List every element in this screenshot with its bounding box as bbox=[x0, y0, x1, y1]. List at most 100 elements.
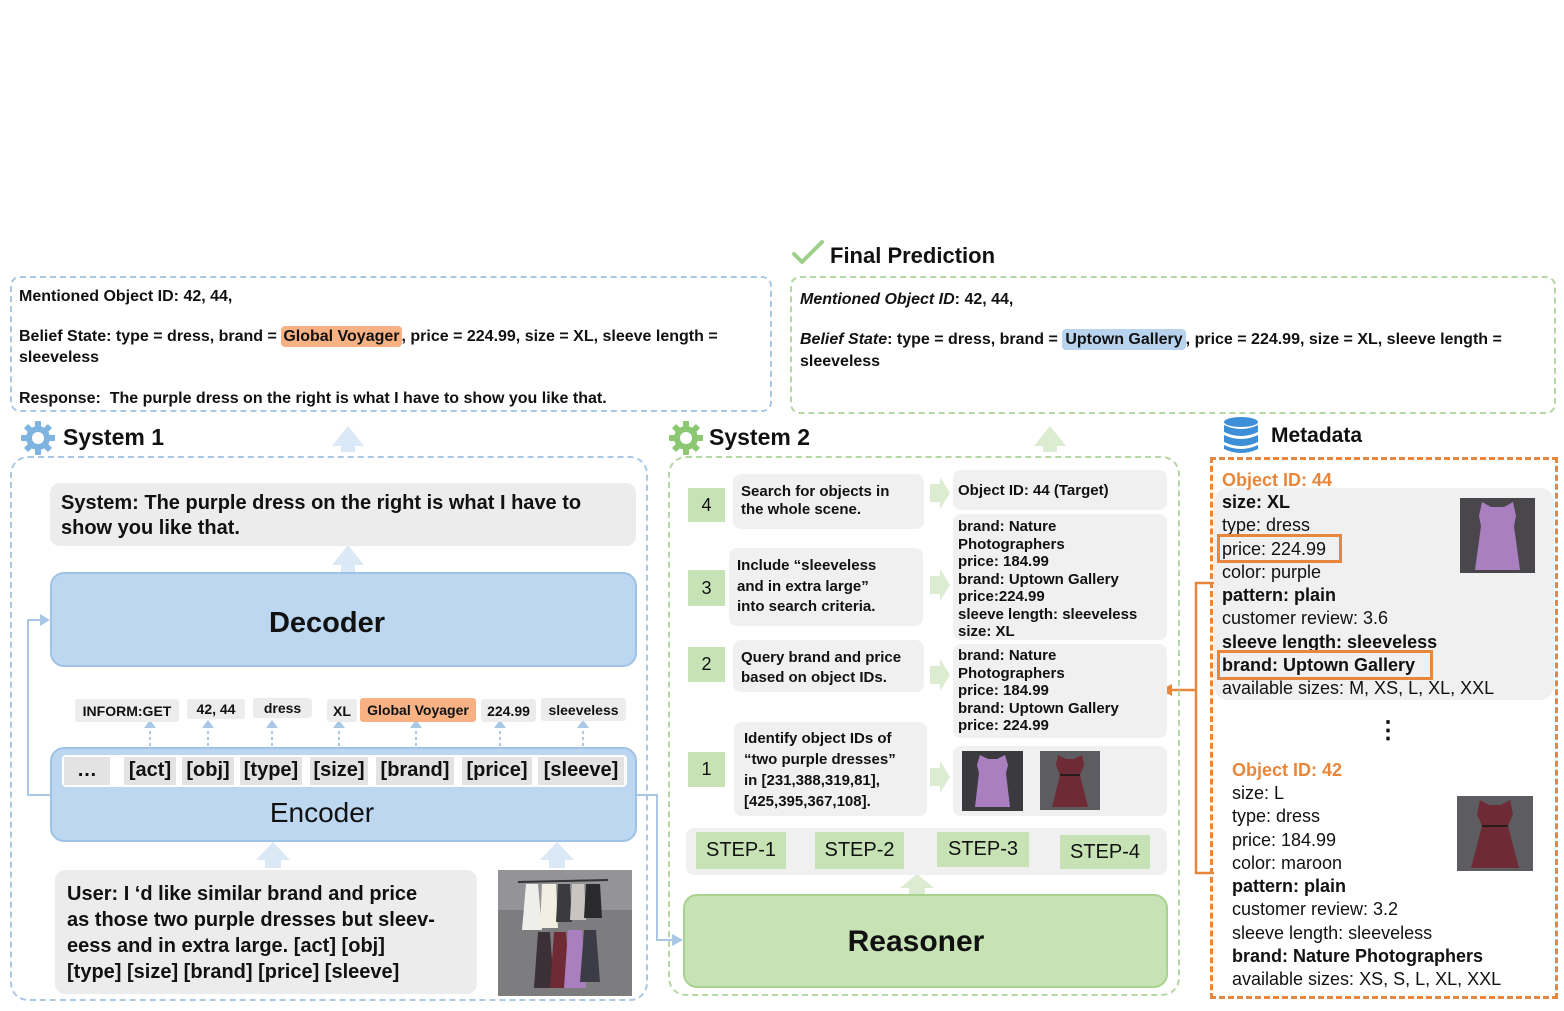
metadata-ellipsis: ⋮ bbox=[1376, 717, 1400, 744]
check-icon bbox=[792, 240, 824, 266]
step-1-line-4: [425,395,367,108]. bbox=[744, 793, 871, 810]
step-2-result: brand: Nature Photographers price: 184.9… bbox=[953, 644, 1167, 738]
scene-image bbox=[498, 870, 632, 996]
user-line-4: [type] [size] [brand] [price] [sleeve] bbox=[67, 961, 400, 983]
s1-response-line: Response: The purple dress on the right … bbox=[19, 390, 607, 407]
chip-price: 224.99 bbox=[481, 699, 536, 722]
chip-sleeve: sleeveless bbox=[541, 698, 626, 721]
final-belief-pre: : type = dress, brand = bbox=[887, 331, 1063, 348]
arrow-right-icon bbox=[930, 761, 950, 793]
final-prediction-box: Mentioned Object ID: 42, 44, Belief Stat… bbox=[790, 276, 1556, 414]
step-2-result-line-1: brand: Nature bbox=[958, 647, 1057, 664]
slot-obj: [obj] bbox=[182, 757, 234, 785]
object-42-title: Object ID: 42 bbox=[1232, 760, 1343, 780]
obj42-price: price: 184.99 bbox=[1232, 829, 1337, 850]
slot-sleeve: [sleeve] bbox=[538, 757, 624, 785]
system2-title: System 2 bbox=[709, 424, 811, 450]
step-number-4: 4 bbox=[688, 488, 725, 522]
object-44-title: Object ID: 44 bbox=[1222, 470, 1333, 490]
metadata-title: Metadata bbox=[1271, 424, 1363, 447]
final-mentioned-line: Mentioned Object ID: 42, 44, bbox=[800, 290, 1013, 310]
system-response-line-2: show you like that. bbox=[61, 517, 240, 539]
obj44-sleeve: sleeve length: sleeveless bbox=[1222, 631, 1438, 652]
step-1-description: Identify object IDs of “two purple dress… bbox=[734, 722, 927, 816]
step-3-description: Include “sleeveless and in extra large” … bbox=[729, 548, 923, 626]
slot-size: [size] bbox=[310, 757, 368, 785]
system-response-box: System: The purple dress on the right is… bbox=[50, 483, 636, 546]
object-44-fields: size: XL type: dress price: 224.99 color… bbox=[1222, 491, 1494, 701]
obj44-color: color: purple bbox=[1222, 561, 1322, 582]
step-2-line-1: Query brand and price bbox=[741, 649, 902, 666]
step-1-line-3: in [231,388,319,81], bbox=[744, 772, 880, 789]
step-3-result-line-6: sleeve length: sleeveless bbox=[958, 605, 1138, 623]
user-utterance-box: User: I ‘d like similar brand and price … bbox=[55, 870, 477, 994]
metadata-panel bbox=[1210, 457, 1558, 999]
obj42-brand: brand: Nature Photographers bbox=[1232, 946, 1484, 967]
reasoner-block: Reasoner bbox=[683, 894, 1168, 988]
step-3-result-line-3: price: 184.99 bbox=[958, 553, 1049, 570]
step-4-result-line: Object ID: 44 (Target) bbox=[958, 482, 1109, 499]
step-2-line-2: based on object IDs. bbox=[741, 669, 887, 686]
step-label-1: STEP-1 bbox=[696, 832, 786, 869]
final-belief-post: , price = 224.99, size = XL, sleeve leng… bbox=[1185, 331, 1502, 348]
step-number-2: 2 bbox=[688, 647, 725, 682]
reasoner-label: Reasoner bbox=[847, 925, 985, 958]
system2-panel bbox=[668, 456, 1180, 996]
step-4-description: Search for objects in the whole scene. bbox=[733, 474, 924, 529]
final-belief-line2: sleeveless bbox=[800, 353, 881, 370]
chip-size: XL bbox=[327, 699, 357, 722]
step-3-result-line-4: brand: Uptown Gallery bbox=[958, 570, 1119, 588]
final-belief-brand: Uptown Gallery bbox=[1062, 329, 1186, 350]
step-4-line-2: the whole scene. bbox=[741, 501, 862, 518]
step-3-result-line-2: Photographers bbox=[958, 535, 1065, 553]
step-4-result: Object ID: 44 (Target) bbox=[953, 470, 1167, 510]
step-1-line-2: “two purple dresses” bbox=[744, 751, 896, 768]
obj44-pattern: pattern: plain bbox=[1222, 585, 1337, 606]
obj42-review: customer review: 3.2 bbox=[1232, 899, 1399, 920]
chip-obj: 42, 44 bbox=[187, 699, 245, 719]
step-2-result-line-2: Photographers bbox=[958, 664, 1065, 682]
s1-belief-line: Belief State: type = dress, brand = Glob… bbox=[19, 326, 718, 347]
system1-title: System 1 bbox=[63, 424, 165, 450]
system1-panel bbox=[10, 456, 648, 1001]
obj42-sleeve: sleeve length: sleeveless bbox=[1232, 922, 1433, 943]
arrow-up-icon bbox=[540, 842, 574, 868]
s1-mentioned-line: Mentioned Object ID: 42, 44, bbox=[19, 288, 233, 305]
encoder-label: Encoder bbox=[269, 797, 375, 828]
chip-brand: Global Voyager bbox=[360, 698, 476, 722]
step-1-line-1: Identify object IDs of bbox=[744, 730, 892, 747]
obj44-brand-highlight bbox=[1217, 650, 1433, 680]
step-3-result-line-5: price:224.99 bbox=[958, 588, 1045, 605]
database-icon bbox=[1222, 416, 1260, 456]
chip-type: dress bbox=[253, 698, 312, 718]
s1-belief-line2: sleeveless bbox=[19, 349, 100, 366]
step-3-line-2: and in extra large” bbox=[737, 577, 869, 595]
slot-type: [type] bbox=[240, 757, 302, 785]
obj42-color: color: maroon bbox=[1232, 852, 1343, 873]
final-belief-line: Belief State: type = dress, brand = Upto… bbox=[800, 329, 1560, 350]
obj44-sizes: available sizes: M, XS, L, XL, XXL bbox=[1222, 678, 1495, 699]
obj44-brand: brand: Uptown Gallery bbox=[1222, 655, 1416, 676]
obj42-sizes: available sizes: XS, S, L, XL, XXL bbox=[1232, 969, 1502, 990]
final-belief-label: Belief State bbox=[800, 331, 888, 348]
arrow-right-icon bbox=[930, 569, 950, 601]
obj44-dress-image bbox=[1460, 498, 1535, 573]
s1-belief-brand: Global Voyager bbox=[281, 326, 402, 347]
arrow-up-icon bbox=[1034, 426, 1066, 452]
system1-output-box: Mentioned Object ID: 42, 44, Belief Stat… bbox=[10, 276, 772, 412]
step-label-2: STEP-2 bbox=[815, 832, 904, 869]
arrow-up-icon bbox=[332, 426, 364, 452]
gear-icon bbox=[668, 420, 704, 456]
purple-dress-image bbox=[962, 751, 1023, 811]
decoder-block: Decoder bbox=[50, 572, 637, 667]
obj42-size: size: L bbox=[1232, 783, 1285, 803]
final-mentioned-label: Mentioned Object ID bbox=[800, 291, 955, 308]
step-1-result bbox=[953, 746, 1167, 816]
step-number-3: 3 bbox=[688, 570, 725, 606]
obj44-review: customer review: 3.6 bbox=[1222, 608, 1389, 629]
chip-act: INFORM:GET bbox=[75, 699, 179, 722]
step-2-result-line-4: brand: Uptown Gallery bbox=[958, 699, 1119, 717]
object-42-fields: size: L type: dress price: 184.99 color:… bbox=[1232, 782, 1501, 992]
system-response-text: System: The purple dress on the right is… bbox=[61, 491, 581, 541]
